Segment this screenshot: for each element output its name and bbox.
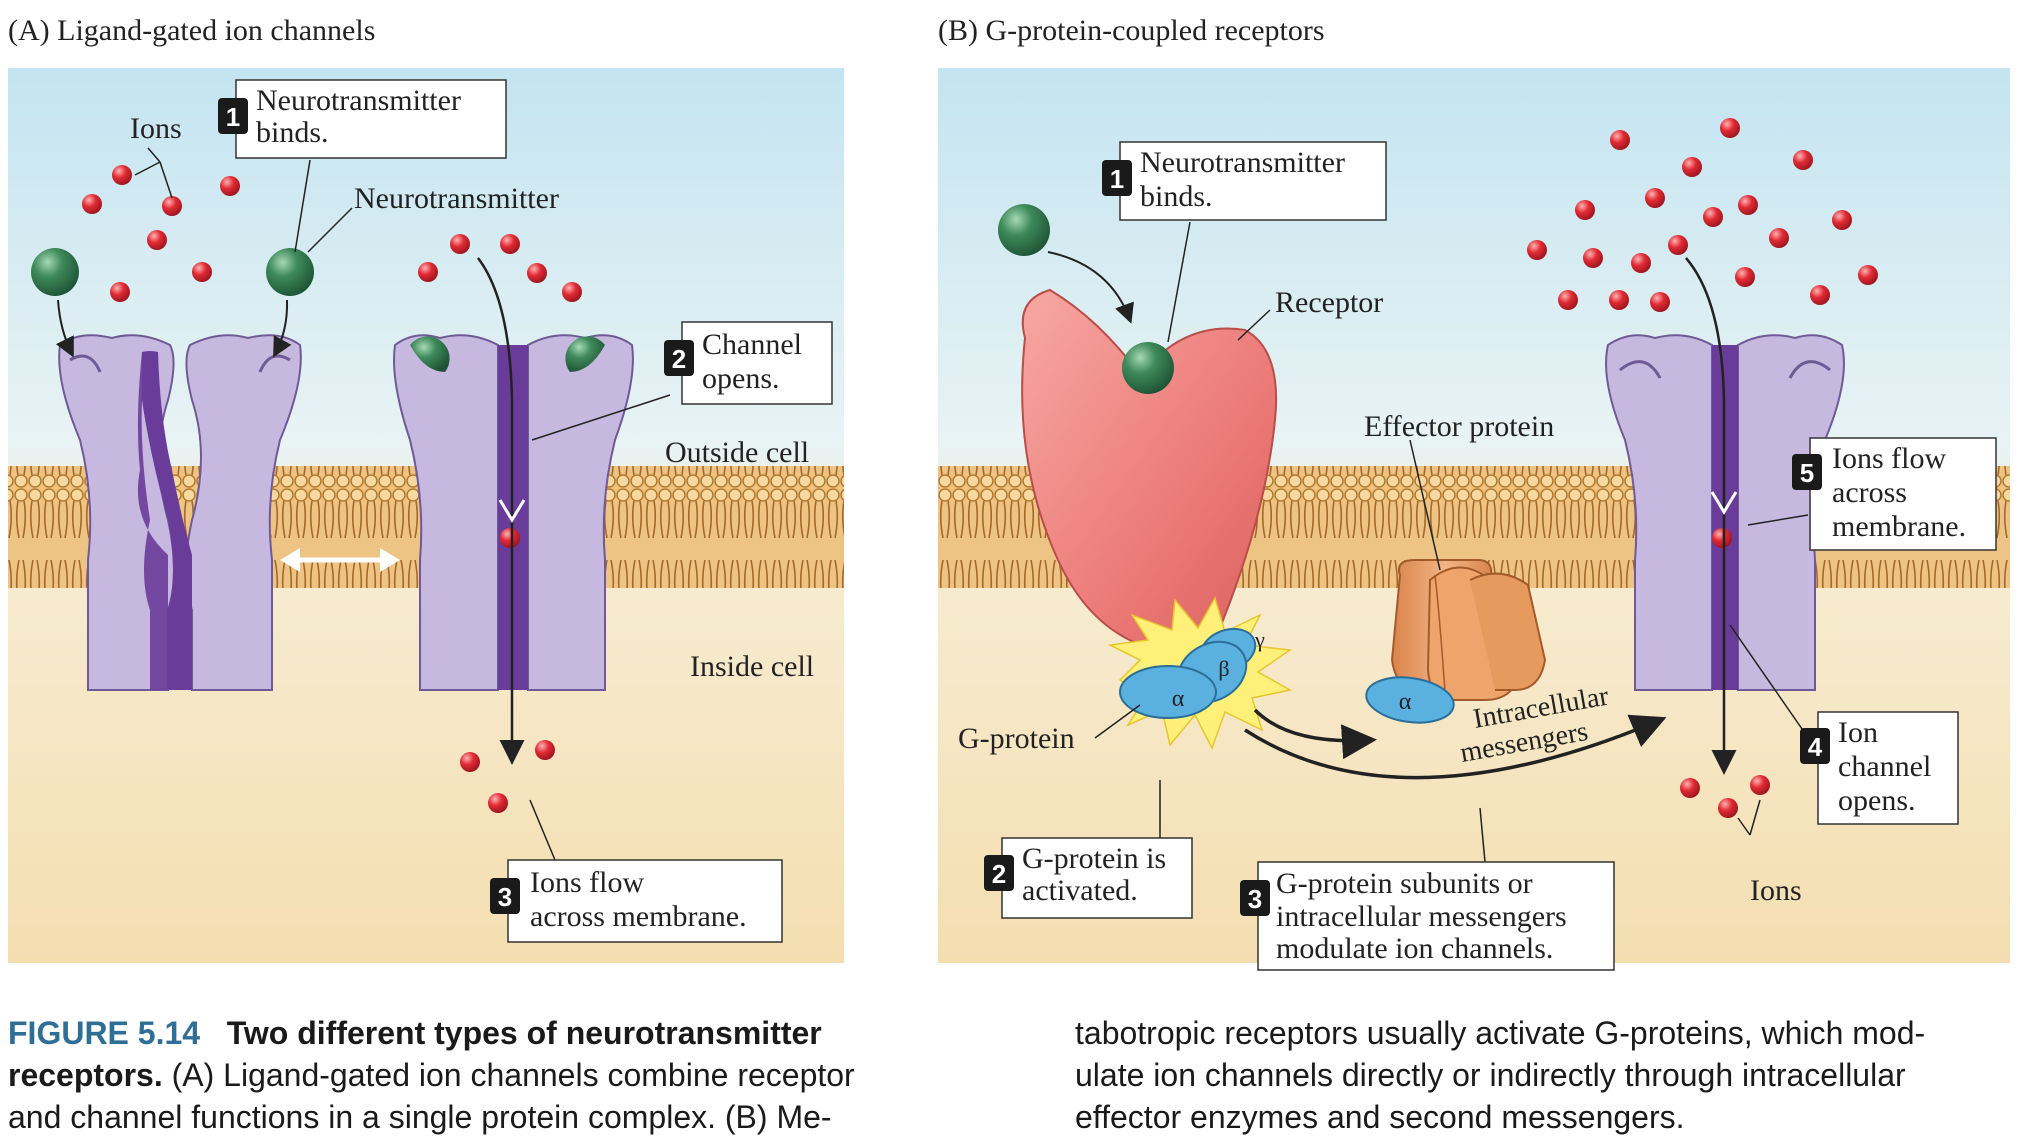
step-b4-number: 4 — [1808, 732, 1823, 762]
step-a2-callout: 2 Channel opens. — [664, 321, 833, 405]
ions-a — [82, 165, 582, 813]
step-b4-line3: opens. — [1838, 784, 1916, 817]
step-a2-number: 2 — [672, 344, 686, 374]
step-b1-line1: Neurotransmitter — [1140, 146, 1345, 179]
g-gamma-label: γ — [1254, 627, 1265, 652]
label-ions-top: Ions — [130, 112, 182, 145]
step-a3-number: 3 — [498, 882, 512, 912]
neurotransmitter-a — [31, 248, 605, 372]
receptor-diagram: Ions Neurotransmitter Outside cell Insid… — [8, 68, 2010, 971]
step-b4-line2: channel — [1838, 750, 1931, 783]
figure-title-line1: Two different types of neurotransmitter — [226, 1015, 822, 1051]
figure-number: FIGURE 5.14 — [8, 1015, 201, 1051]
figure-title-line2: receptors. — [8, 1057, 163, 1093]
label-receptor: Receptor — [1275, 286, 1383, 319]
figure-caption-right: tabotropic receptors usually activate G-… — [1075, 1012, 2015, 1138]
step-b3-line1: G-protein subunits or — [1276, 867, 1533, 900]
closed-ion-channel — [58, 334, 302, 691]
alpha-subunit-free — [1365, 676, 1455, 724]
receptor-protein — [1021, 288, 1278, 652]
label-ions-bottom: Ions — [1750, 874, 1802, 907]
step-a1-line2: binds. — [256, 116, 329, 149]
step-b2-line1: G-protein is — [1022, 842, 1166, 875]
panel-a-title: (A) Ligand-gated ion channels — [8, 14, 376, 47]
step-b3-line3: modulate ion channels. — [1276, 932, 1553, 965]
label-effector-protein: Effector protein — [1364, 410, 1554, 443]
step-a1-number: 1 — [226, 102, 240, 132]
panel-a: Ions Neurotransmitter Outside cell Insid… — [8, 68, 844, 963]
panel-b: γ β α α — [938, 68, 2010, 971]
step-b1-number: 1 — [1110, 164, 1124, 194]
step-a1-callout: 1 Neurotransmitter binds. — [218, 79, 507, 159]
double-arrow — [280, 548, 400, 572]
g-protein: γ β α — [1119, 627, 1265, 719]
step-b5-line3: membrane. — [1832, 510, 1966, 543]
step-b4-callout: 4 Ion channel opens. — [1800, 711, 1959, 825]
ion-flow-arrow-a — [477, 257, 525, 765]
g-beta-label: β — [1218, 656, 1229, 681]
step-a1-line1: Neurotransmitter — [256, 84, 461, 117]
caption-right-line2: ulate ion channels directly or indirectl… — [1075, 1057, 1906, 1093]
step-b1-callout: 1 Neurotransmitter binds. — [1102, 141, 1387, 221]
open-ion-channel — [393, 334, 634, 691]
step-b3-line2: intracellular messengers — [1276, 900, 1567, 933]
ions-b — [1527, 118, 1878, 818]
g-alpha-label: α — [1172, 686, 1185, 712]
label-outside-cell: Outside cell — [665, 436, 809, 469]
step-a2-line1: Channel — [702, 328, 802, 361]
caption-right-line3: effector enzymes and second messengers. — [1075, 1099, 1685, 1135]
step-b5-line1: Ions flow — [1832, 442, 1946, 475]
caption-left-line3: and channel functions in a single protei… — [8, 1099, 832, 1135]
step-a3-line2: across membrane. — [530, 900, 747, 933]
step-a3-line1: Ions flow — [530, 866, 644, 899]
step-b2-callout: 2 G-protein is activated. — [984, 837, 1193, 919]
step-b3-number: 3 — [1248, 884, 1262, 914]
step-b4-line1: Ion — [1838, 716, 1878, 749]
caption-left-line2: (A) Ligand-gated ion channels combine re… — [162, 1057, 855, 1093]
step-a2-line2: opens. — [702, 362, 780, 395]
neurotransmitter-b-free — [998, 204, 1050, 256]
step-b2-number: 2 — [992, 859, 1006, 889]
step-b5-callout: 5 Ions flow across membrane. — [1792, 437, 1997, 551]
step-b5-line2: across — [1832, 476, 1907, 509]
label-g-protein: G-protein — [958, 722, 1075, 755]
step-b1-line2: binds. — [1140, 180, 1213, 213]
effector-protein — [1390, 559, 1547, 701]
step-b2-line2: activated. — [1022, 874, 1138, 907]
neurotransmitter-b-bound — [1122, 342, 1174, 394]
caption-right-line1: tabotropic receptors usually activate G-… — [1075, 1015, 1926, 1051]
label-neurotransmitter: Neurotransmitter — [354, 182, 559, 215]
panel-b-title: (B) G-protein-coupled receptors — [938, 14, 1325, 47]
step-b3-callout: 3 G-protein subunits or intracellular me… — [1240, 861, 1615, 971]
step-a3-callout: 3 Ions flow across membrane. — [490, 859, 783, 943]
step-b5-number: 5 — [1800, 458, 1814, 488]
alpha-free-label: α — [1399, 689, 1412, 715]
label-inside-cell: Inside cell — [690, 650, 814, 683]
figure-caption-left: FIGURE 5.14 Two different types of neuro… — [8, 1012, 938, 1138]
